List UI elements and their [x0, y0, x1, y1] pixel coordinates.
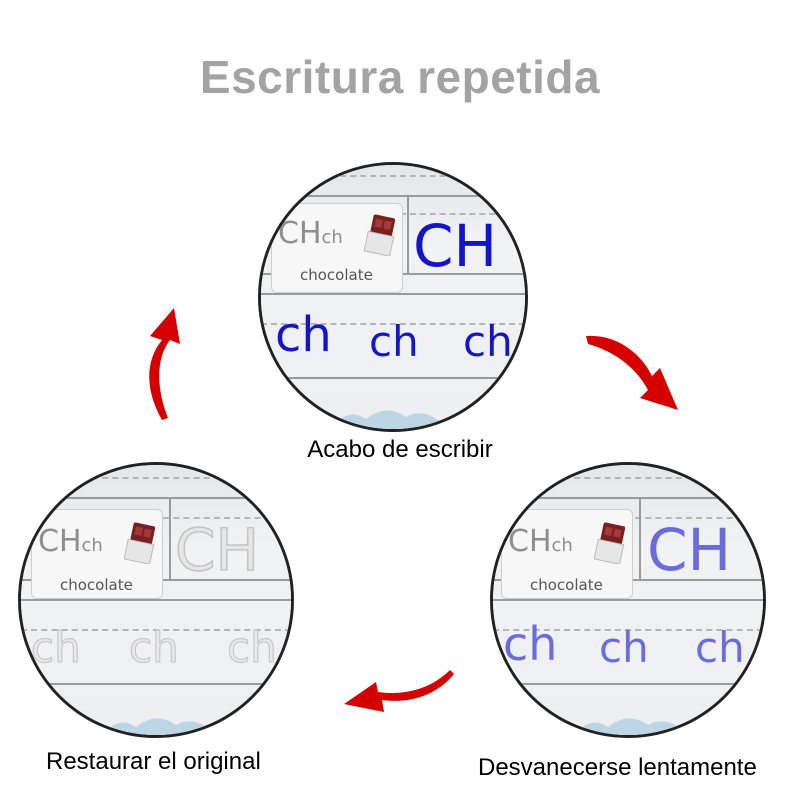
- lower-ch-3: ch: [463, 317, 513, 366]
- step-fading-circle: CHch chocolate CH ch ch ch: [490, 462, 766, 738]
- lower-ch-2: ch: [369, 317, 419, 366]
- wave-decoration: [575, 718, 689, 735]
- caption-fading: Desvanecerse lentamente: [478, 754, 757, 781]
- card-word: chocolate: [530, 576, 603, 594]
- wave-decoration: [103, 718, 217, 735]
- worksheet: CHch chocolate CH ch ch ch: [261, 165, 525, 429]
- caption-written: Acabo de escribir: [307, 436, 493, 463]
- lower-ch-1: ch: [275, 307, 332, 363]
- upper-ch: CH: [647, 516, 732, 584]
- worksheet: CHch chocolate CH ch ch ch: [493, 465, 763, 735]
- worksheet: CHch chocolate CH ch ch ch: [21, 465, 291, 735]
- example-card: CHch chocolate: [501, 509, 633, 599]
- card-word: chocolate: [60, 576, 133, 594]
- lower-ch-outline-2: ch: [128, 623, 179, 672]
- example-card: CHch chocolate: [31, 509, 163, 599]
- chocolate-bar-icon: [594, 522, 626, 564]
- caption-restored: Restaurar el original: [46, 748, 261, 775]
- upper-ch-outline: CH: [174, 516, 260, 584]
- curved-arrow-icon: [344, 670, 454, 712]
- lower-ch-3: ch: [695, 623, 745, 672]
- curved-arrow-icon: [586, 335, 678, 410]
- chocolate-bar-icon: [364, 214, 396, 256]
- lower-ch-2: ch: [599, 623, 649, 672]
- wave-decoration: [332, 410, 449, 429]
- step-written-circle: CHch chocolate CH ch ch ch: [258, 162, 528, 432]
- curved-arrow-icon: [149, 308, 180, 420]
- lower-ch-outline-1: ch: [30, 623, 81, 672]
- card-word: chocolate: [300, 266, 373, 284]
- step-restored-circle: CHch chocolate CH ch ch ch: [18, 462, 294, 738]
- page-title: Escritura repetida: [199, 51, 601, 103]
- example-card: CHch chocolate: [271, 203, 403, 293]
- lower-ch-outline-3: ch: [226, 623, 277, 672]
- upper-ch: CH: [413, 212, 498, 280]
- lower-ch-1: ch: [503, 617, 558, 671]
- chocolate-bar-icon: [124, 522, 156, 564]
